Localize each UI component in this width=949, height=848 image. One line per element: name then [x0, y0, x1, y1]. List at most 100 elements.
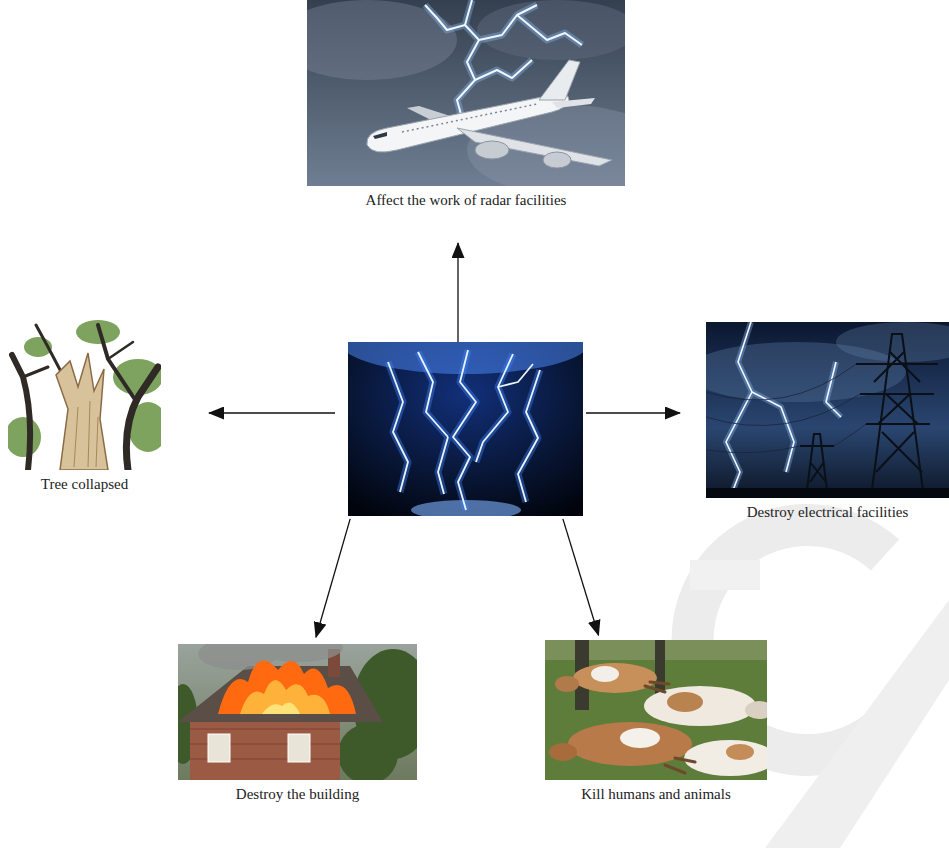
- image-area: [706, 322, 949, 498]
- airplane-lightning-photo-part: [457, 0, 479, 118]
- power-pylon-photo-part: [706, 394, 860, 426]
- airplane-lightning-photo-part: [475, 60, 532, 80]
- burning-house-photo: [178, 644, 417, 780]
- burning-house-photo-part: [218, 660, 356, 714]
- airplane-lightning-photo-part: [457, 0, 479, 118]
- power-pylon-photo-part: [726, 322, 752, 498]
- airplane-lightning-photo-part: [475, 60, 532, 80]
- image-area: [8, 317, 161, 470]
- dead-cattle-photo: [545, 640, 767, 780]
- power-pylon-photo-part: [726, 322, 841, 498]
- image-caption: Affect the work of radar facilities: [307, 191, 625, 209]
- image-node: Destroy electrical facilities: [706, 322, 949, 521]
- lightning-photo-part: [348, 342, 583, 516]
- burning-house-photo-part: [190, 729, 340, 730]
- image-caption: Destroy electrical facilities: [706, 503, 949, 521]
- power-pylon-photo-part: [752, 392, 794, 472]
- power-pylon-photo-part: [752, 392, 794, 472]
- airplane-lightning-photo-part: [425, 5, 465, 30]
- power-pylon-photo-part: [726, 322, 752, 498]
- airplane-lightning-photo: [307, 0, 625, 186]
- arrow-connector: [457, 243, 458, 342]
- dead-cattle-photo-part: [726, 744, 754, 760]
- lightning-photo-part: [418, 352, 448, 437]
- lightning-photo-part: [518, 370, 540, 502]
- dead-cattle-photo-part: [591, 666, 619, 682]
- airplane-lightning-photo-part: [373, 132, 387, 139]
- airplane-lightning-photo-part: [367, 94, 569, 152]
- image-area: [178, 644, 417, 780]
- broken-tree-photo-part: [98, 325, 136, 401]
- burning-house-photo-part: [338, 724, 398, 780]
- broken-tree-photo-part: [23, 367, 48, 377]
- watermark-part: [765, 600, 949, 848]
- burning-house-photo-part: [262, 702, 300, 714]
- image-area: [545, 640, 767, 780]
- lightning-photo-part: [388, 350, 540, 510]
- power-pylon-photo-part: [871, 334, 924, 498]
- lightning-photo-part: [518, 370, 540, 502]
- power-pylon-photo-part: [800, 334, 938, 498]
- dead-cattle-photo-part: [665, 765, 685, 773]
- image-node: Kill humans and animals: [545, 640, 767, 803]
- dead-cattle-photo-part: [568, 722, 692, 766]
- airplane-lightning-photo-part: [552, 98, 595, 108]
- dead-cattle-photo-part: [555, 676, 579, 692]
- dead-cattle-photo-part: [545, 640, 767, 780]
- broken-tree-photo-part: [126, 367, 158, 470]
- lightning-photo-part: [498, 364, 533, 387]
- broken-tree-photo: [8, 317, 161, 470]
- power-pylon-photo: [706, 322, 949, 498]
- broken-tree-photo-part: [108, 342, 133, 359]
- image-node: Destroy the building: [178, 644, 417, 803]
- power-pylon-photo-part: [706, 364, 856, 400]
- lightning-photo-part: [476, 354, 513, 462]
- lightning-photo-part: [438, 437, 448, 494]
- arrow-connector: [586, 412, 680, 413]
- image-area: [348, 342, 583, 516]
- airplane-lightning-photo-part: [539, 60, 580, 100]
- airplane-lightning-photo-part: [543, 152, 571, 168]
- image-area: [307, 0, 625, 186]
- power-pylon-photo-part: [856, 364, 938, 424]
- dead-cattle-photo-part: [645, 686, 665, 692]
- airplane-lightning-photo-part: [479, 5, 537, 40]
- dead-cattle-photo-part: [573, 663, 657, 693]
- lightning-photo: [348, 342, 583, 516]
- lightning-photo-part: [476, 354, 513, 462]
- broken-tree-photo-part: [12, 325, 158, 470]
- power-pylon-photo-part: [706, 446, 800, 453]
- broken-tree-photo-part: [74, 401, 98, 467]
- lightning-photo-part: [453, 350, 476, 510]
- dead-cattle-photo-part: [645, 682, 695, 773]
- arrow-connector: [209, 412, 335, 413]
- burning-house-photo-part: [253, 644, 343, 662]
- burning-house-photo-part: [178, 649, 417, 780]
- lightning-photo-part: [388, 350, 540, 510]
- airplane-lightning-photo-part: [402, 104, 537, 132]
- airplane-lightning-photo-part: [425, 0, 582, 118]
- lightning-photo-part: [388, 362, 408, 492]
- airplane-lightning-photo-part: [477, 0, 625, 60]
- lightning-photo-part: [388, 362, 408, 492]
- lightning-photo-part: [438, 437, 448, 494]
- burning-house-photo-part: [190, 714, 340, 780]
- dead-cattle-photo-part: [620, 728, 660, 748]
- burning-house-photo-part: [208, 734, 230, 762]
- image-node: Tree collapsed: [8, 317, 161, 493]
- image-caption: Destroy the building: [178, 785, 417, 803]
- burning-house-photo-part: [240, 680, 330, 714]
- power-pylon-photo-part: [836, 322, 949, 362]
- airplane-lightning-photo-part: [517, 15, 582, 45]
- dead-cattle-photo-part: [650, 682, 669, 684]
- dead-cattle-photo-part: [684, 740, 767, 776]
- power-pylon-photo-part: [706, 488, 949, 498]
- image-node: Affect the work of radar facilities: [307, 0, 625, 209]
- power-pylon-photo-part: [834, 424, 866, 446]
- arrow-connector: [563, 519, 599, 635]
- image-caption: Tree collapsed: [8, 475, 161, 493]
- airplane-lightning-photo-part: [425, 0, 582, 118]
- watermark-part: [690, 560, 760, 590]
